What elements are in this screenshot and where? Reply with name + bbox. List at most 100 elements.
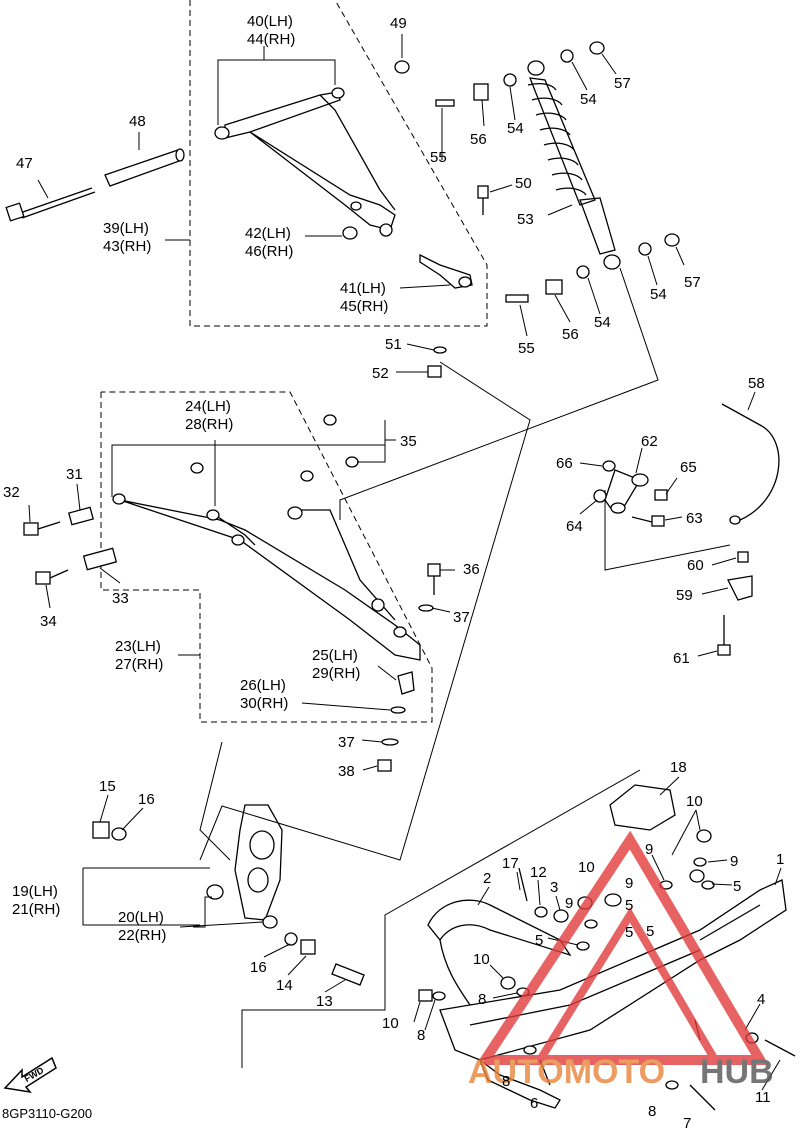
callout-57a: 57 — [614, 75, 631, 92]
callout-8a: 8 — [478, 991, 486, 1008]
callout-53: 53 — [517, 211, 534, 228]
callout-3: 3 — [550, 879, 558, 896]
callout-35: 35 — [400, 433, 417, 450]
callout-16b: 16 — [250, 959, 267, 976]
spindle-hardware — [92, 821, 365, 986]
callout-51: 51 — [385, 336, 402, 353]
diagram-code: 8GP3110-G200 — [2, 1106, 92, 1121]
callout-27: 27(RH) — [115, 656, 163, 673]
callout-59: 59 — [676, 587, 693, 604]
callout-60: 60 — [687, 557, 704, 574]
callout-30: 30(RH) — [240, 695, 288, 712]
callout-56a: 56 — [470, 131, 487, 148]
callout-52: 52 — [372, 365, 389, 382]
callout-9b: 9 — [730, 853, 738, 870]
upper-a-arm — [214, 87, 396, 237]
automotohub-watermark: AUTOMOTO HUB — [468, 830, 774, 1091]
upper-arm-group-frame — [189, 0, 488, 327]
stabilizer-link-62 — [593, 460, 668, 527]
lower-arm-group-frame — [100, 391, 433, 723]
callout-66: 66 — [556, 455, 573, 472]
callout-labels: 40(LH) 44(RH) 49 48 47 39(LH) 43(RH) 42(… — [3, 13, 784, 1132]
callout-9d: 9 — [565, 895, 573, 912]
upper-arm-pivot-bolt — [5, 187, 96, 222]
callout-39: 39(LH) — [103, 220, 149, 237]
callout-65: 65 — [680, 459, 697, 476]
forward-arrow-icon: FWD — [3, 1056, 57, 1094]
shock-absorber — [527, 60, 621, 270]
callout-34: 34 — [40, 613, 57, 630]
bolt-50 — [477, 185, 489, 215]
callout-21: 21(RH) — [12, 901, 60, 918]
callout-43: 43(RH) — [103, 238, 151, 255]
callout-23: 23(LH) — [115, 638, 161, 655]
callout-2: 2 — [483, 870, 491, 887]
washer-37-nut-38 — [377, 738, 399, 772]
callout-10d: 10 — [382, 1015, 399, 1032]
ski-fasteners — [418, 829, 796, 1111]
callout-57b: 57 — [684, 274, 701, 291]
callout-18: 18 — [670, 759, 687, 776]
callout-61: 61 — [673, 650, 690, 667]
callout-4: 4 — [757, 991, 765, 1008]
callout-55a: 55 — [430, 149, 447, 166]
callout-20: 20(LH) — [118, 909, 164, 926]
callout-10b: 10 — [578, 859, 595, 876]
callout-24: 24(LH) — [185, 398, 231, 415]
callout-36: 36 — [463, 561, 480, 578]
watermark-text-automoto: AUTOMOTO — [468, 1053, 665, 1091]
callout-33: 33 — [112, 590, 129, 607]
callout-14: 14 — [276, 977, 293, 994]
callout-7: 7 — [683, 1115, 691, 1132]
ball-joint-25 — [390, 671, 415, 714]
shock-upper-hardware — [435, 41, 605, 107]
callout-54b: 54 — [580, 91, 597, 108]
callout-55b: 55 — [518, 340, 535, 357]
upper-arm-collar — [104, 148, 185, 187]
bracket-59-60-61 — [717, 551, 753, 656]
shock-lower-hardware — [505, 233, 680, 303]
ski-bracket-18 — [609, 784, 676, 831]
callout-leader-lines — [28, 34, 782, 1091]
callout-45: 45(RH) — [340, 298, 388, 315]
callout-9a: 9 — [645, 841, 653, 858]
callout-8d: 8 — [648, 1103, 656, 1120]
lower-a-arm — [112, 414, 421, 661]
callout-47: 47 — [16, 155, 33, 172]
callout-63: 63 — [686, 510, 703, 527]
callout-37b: 37 — [338, 734, 355, 751]
callout-38: 38 — [338, 763, 355, 780]
nut-49 — [394, 60, 410, 74]
callout-62: 62 — [641, 433, 658, 450]
callout-6: 6 — [530, 1095, 538, 1112]
ball-joint-41 — [419, 253, 473, 289]
callout-12: 12 — [530, 864, 547, 881]
assembly-reference-lines — [199, 267, 731, 1068]
callout-8b: 8 — [417, 1027, 425, 1044]
nut-42 — [342, 226, 358, 240]
callout-10a: 10 — [686, 793, 703, 810]
watermark-text-hub: HUB — [700, 1053, 774, 1091]
callout-1: 1 — [776, 851, 784, 868]
callout-5c: 5 — [535, 932, 543, 949]
callout-15: 15 — [99, 778, 116, 795]
washer-51-nut-52 — [427, 346, 447, 378]
callout-29: 29(RH) — [312, 665, 360, 682]
callout-48: 48 — [129, 113, 146, 130]
callout-19: 19(LH) — [12, 883, 58, 900]
callout-56b: 56 — [562, 326, 579, 343]
callout-22: 22(RH) — [118, 927, 166, 944]
callout-54a: 54 — [507, 120, 524, 137]
callout-9c: 9 — [625, 875, 633, 892]
callout-25: 25(LH) — [312, 647, 358, 664]
callout-28: 28(RH) — [185, 416, 233, 433]
callout-49: 49 — [390, 15, 407, 32]
callout-37a: 37 — [453, 609, 470, 626]
callout-64: 64 — [566, 518, 583, 535]
callout-40: 40(LH) — [247, 13, 293, 30]
callout-41: 41(LH) — [340, 280, 386, 297]
callout-5b: 5 — [625, 897, 633, 914]
callout-5d: 5 — [625, 924, 633, 941]
callout-32: 32 — [3, 484, 20, 501]
